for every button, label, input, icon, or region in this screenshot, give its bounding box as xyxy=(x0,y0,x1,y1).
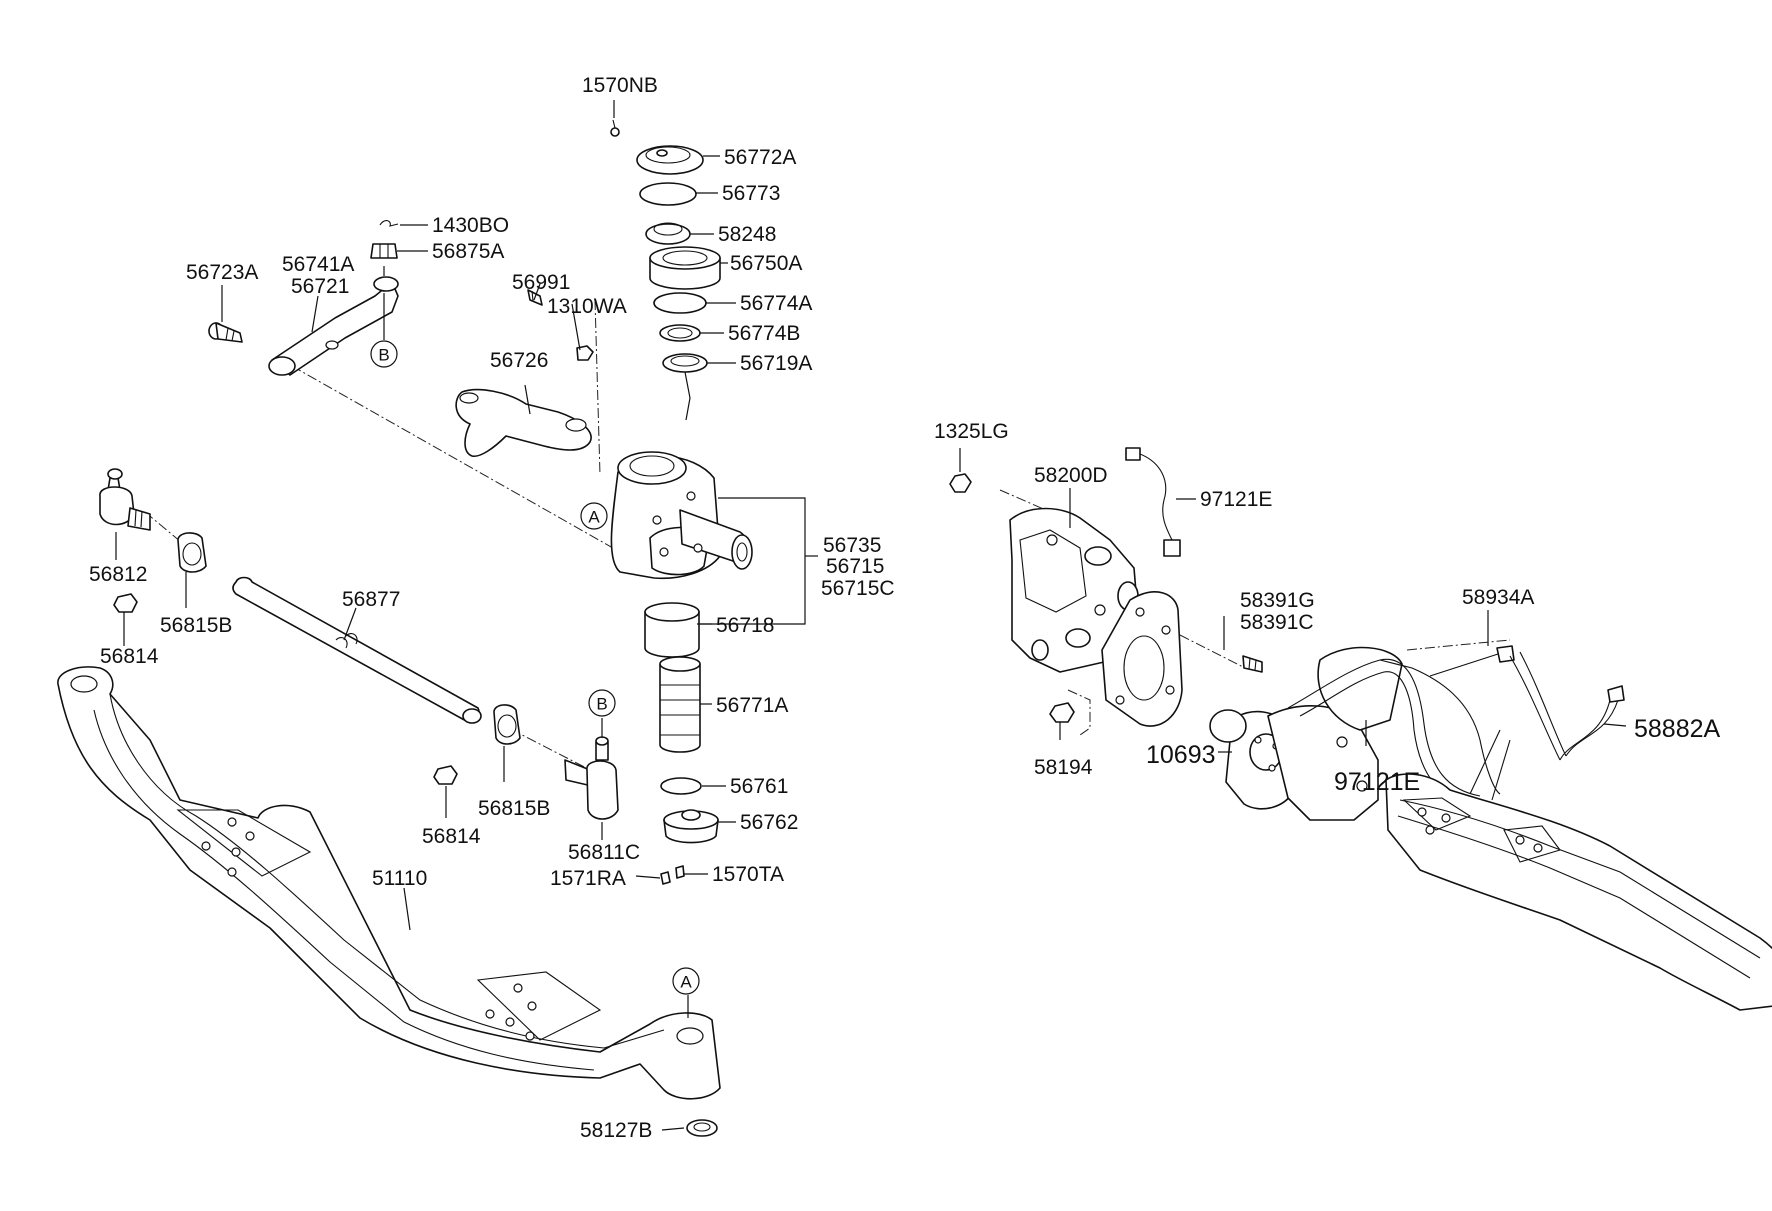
label-1310WA: 1310WA xyxy=(547,295,627,318)
screw-icon xyxy=(660,871,671,885)
steering-arm-assembly xyxy=(208,220,399,376)
brake-hub-assembly xyxy=(949,447,1772,1011)
spacer-icon xyxy=(949,473,972,493)
tie-rod-assembly xyxy=(99,468,619,820)
label-58248: 58248 xyxy=(718,223,776,246)
label-56815B-right: 56815B xyxy=(478,797,550,820)
label-58200D: 58200D xyxy=(1034,464,1108,487)
label-56741A: 56741A xyxy=(282,253,354,276)
label-56814-right: 56814 xyxy=(422,825,481,848)
label-56811C: 56811C xyxy=(568,841,640,864)
callout-a-knuckle: A xyxy=(580,502,608,530)
tie-rod-end-left-icon xyxy=(99,468,151,531)
bolt-icon xyxy=(208,322,243,343)
label-56726: 56726 xyxy=(490,349,548,372)
label-56735: 56735 xyxy=(823,534,881,557)
brake-hose-icon xyxy=(1429,645,1625,761)
label-97121E-bottom: 97121E xyxy=(1334,768,1420,796)
label-56771A: 56771A xyxy=(716,694,788,717)
label-56877: 56877 xyxy=(342,588,400,611)
label-56718: 56718 xyxy=(716,614,774,637)
label-56761: 56761 xyxy=(730,775,788,798)
cotter-pin-icon xyxy=(379,220,399,227)
tie-rod-icon xyxy=(232,576,482,724)
label-56875A: 56875A xyxy=(432,240,504,263)
thrust-bearing-icon xyxy=(649,246,721,290)
nut-left-icon xyxy=(113,593,138,613)
label-58391G: 58391G xyxy=(1240,589,1315,612)
steering-arm-icon xyxy=(268,276,399,376)
front-axle-beam-icon xyxy=(57,666,721,1100)
label-58391C: 58391C xyxy=(1240,611,1314,634)
label-56721: 56721 xyxy=(291,275,349,298)
castle-nut-icon xyxy=(370,243,398,259)
label-1325LG: 1325LG xyxy=(934,420,1009,443)
label-56814-left: 56814 xyxy=(100,645,159,668)
label-56815B-left: 56815B xyxy=(160,614,232,637)
label-56715: 56715 xyxy=(826,555,884,578)
right-knuckle-icon xyxy=(1267,646,1403,821)
label-56715C: 56715C xyxy=(821,577,895,600)
callout-a-axle: A xyxy=(672,967,700,995)
label-1571RA: 1571RA xyxy=(550,867,626,890)
knuckle-assembly xyxy=(455,289,753,885)
kingpin-icon xyxy=(659,656,701,753)
backing-plate-icon xyxy=(1101,591,1183,727)
label-58127B: 58127B xyxy=(580,1119,652,1142)
lower-o-ring-icon xyxy=(660,777,702,795)
grease-nipple-icon xyxy=(610,119,620,137)
bushing-icon xyxy=(644,602,700,658)
label-97121E-top: 97121E xyxy=(1200,488,1272,511)
kingpin-stack xyxy=(610,119,721,373)
label-58934A: 58934A xyxy=(1462,586,1534,609)
label-58194: 58194 xyxy=(1034,756,1093,779)
grease-fitting-icon xyxy=(675,865,685,879)
callout-b-tierod-text: B xyxy=(596,695,607,714)
label-56773: 56773 xyxy=(722,182,780,205)
shim-icon xyxy=(659,324,701,342)
label-56772A: 56772A xyxy=(724,146,796,169)
label-1570NB: 1570NB xyxy=(582,74,658,97)
label-1430BO: 1430BO xyxy=(432,214,509,237)
label-58882A: 58882A xyxy=(1634,715,1721,743)
label-1570TA: 1570TA xyxy=(712,863,784,886)
label-51110: 51110 xyxy=(372,867,427,890)
leader-lines xyxy=(115,100,1627,1131)
callout-b-top-text: B xyxy=(378,346,389,365)
lock-nut-icon xyxy=(1049,702,1075,723)
adjusting-nut-icon xyxy=(645,222,691,245)
steering-knuckle-icon xyxy=(610,451,753,580)
nut-right-icon xyxy=(433,765,458,785)
label-56723A: 56723A xyxy=(186,261,258,284)
shim-ring-icon xyxy=(653,292,707,314)
label-56774B: 56774B xyxy=(728,322,800,345)
abs-sensor-cable-icon xyxy=(1125,447,1181,557)
lower-cap-icon xyxy=(663,809,719,844)
callout-a-knuckle-text: A xyxy=(588,508,600,527)
label-56719A: 56719A xyxy=(740,352,812,375)
label-56774A: 56774A xyxy=(740,292,812,315)
callout-b-tierod: B xyxy=(588,689,616,717)
seal-icon xyxy=(662,353,708,373)
tie-rod-clamp-left-icon xyxy=(177,532,207,573)
tie-rod-clamp-right-icon xyxy=(493,704,521,745)
knuckle-arm-icon xyxy=(455,388,592,458)
small-nut-icon xyxy=(576,345,594,361)
label-56812: 56812 xyxy=(89,563,147,586)
label-56750A: 56750A xyxy=(730,252,802,275)
callout-b-top: B xyxy=(370,340,398,368)
caliper-bolt-icon xyxy=(1242,655,1263,673)
kingpin-cap-icon xyxy=(636,145,704,175)
part-labels: 1570NB 56772A 56773 58248 56750A 56774A … xyxy=(89,74,1721,1142)
axle-shim-icon xyxy=(686,1119,718,1137)
label-56762: 56762 xyxy=(740,811,798,834)
label-56991: 56991 xyxy=(512,271,570,294)
callout-a-axle-text: A xyxy=(680,973,692,992)
tie-rod-end-right-icon xyxy=(564,736,619,820)
label-10693: 10693 xyxy=(1146,741,1216,769)
axle-beam-right-icon xyxy=(1385,773,1772,1011)
o-ring-icon xyxy=(639,182,697,206)
